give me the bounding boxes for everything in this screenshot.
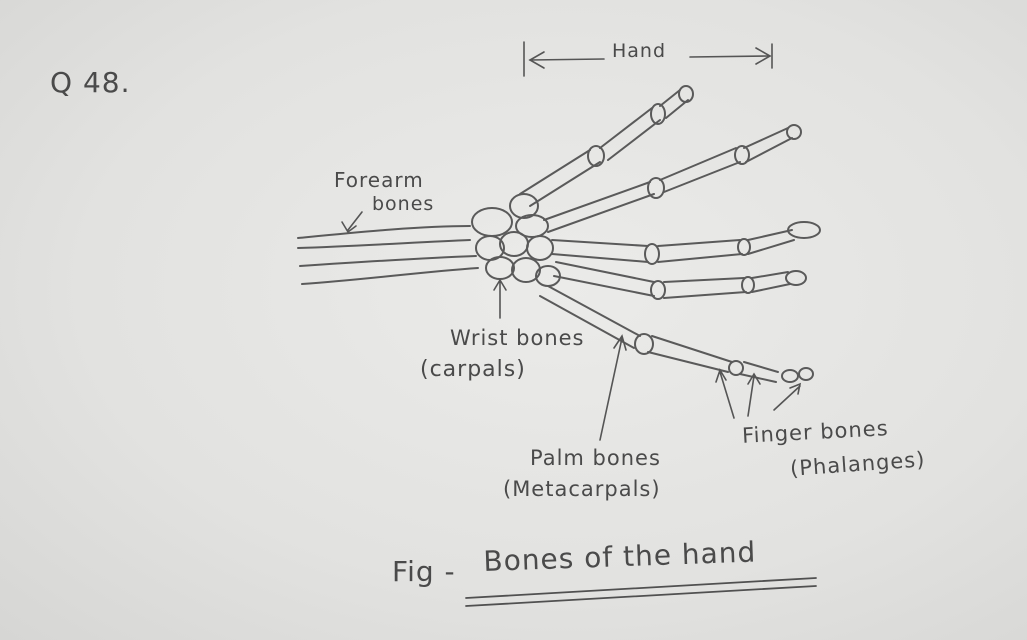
finger-pointer-1: [715, 368, 735, 419]
palm-pointer: [599, 334, 627, 441]
palm-label-line2: (Metacarpals): [503, 477, 661, 501]
forearm-label-line2: bones: [372, 193, 435, 215]
ring-finger-bones: [553, 261, 807, 300]
caption-underline: [465, 577, 817, 607]
hand-label: Hand: [612, 40, 667, 62]
pointer-lines: [341, 211, 802, 441]
figure-prefix: Fig -: [392, 555, 456, 588]
hand-dimension-arrow: [523, 41, 773, 77]
finger-pointer-3: [773, 382, 802, 411]
question-number: Q 48.: [50, 66, 131, 99]
finger-pointer-2: [747, 372, 761, 417]
middle-finger-bones: [551, 221, 821, 265]
wrist-label: Wrist bones: [450, 326, 585, 350]
little-finger-bones: [539, 285, 814, 383]
thumb-bones: [519, 85, 694, 207]
forearm-bones: [297, 225, 479, 285]
palm-label: Palm bones: [530, 446, 661, 470]
forearm-label: Forearm: [334, 168, 424, 192]
index-finger-bones: [543, 124, 802, 233]
forearm-pointer: [341, 211, 363, 234]
wrist-pointer: [493, 278, 507, 319]
wrist-label-line2: (carpals): [420, 357, 526, 382]
carpal-bones: [471, 193, 561, 287]
